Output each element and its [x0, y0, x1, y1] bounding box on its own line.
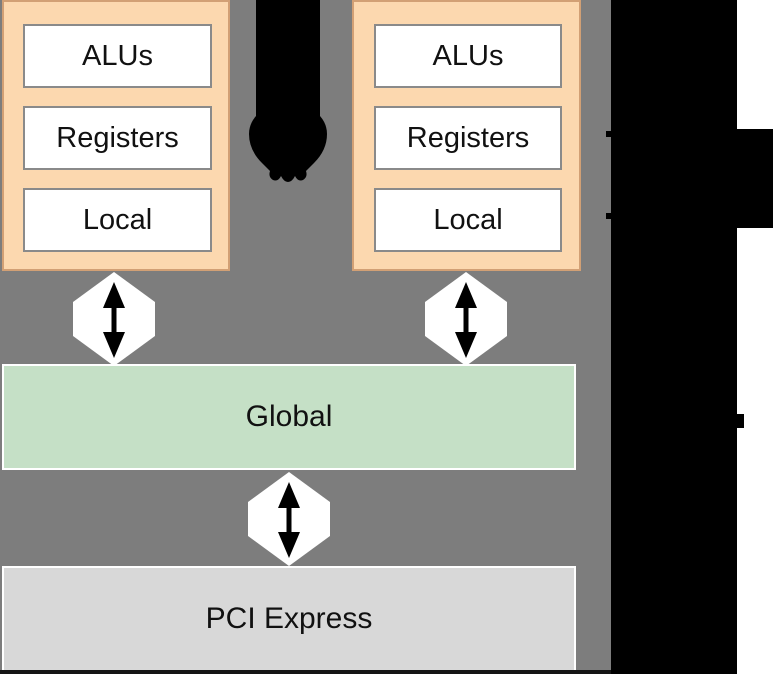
pci-express-label: PCI Express: [205, 602, 373, 635]
registers-box: Registers: [374, 106, 562, 170]
local-memory-box: Local: [374, 188, 562, 252]
local-memory-box: Local: [23, 188, 212, 252]
redacted-label-area: [611, 0, 737, 674]
registers-label: Registers: [406, 121, 530, 154]
local-label: Local: [433, 203, 503, 236]
compute-unit-1: ALUs Registers Local: [2, 0, 230, 271]
callout-tick-bottom: [606, 213, 612, 219]
registers-label: Registers: [56, 121, 179, 154]
alus-label: ALUs: [432, 39, 504, 72]
redacted-label-nub: [737, 414, 744, 428]
canvas-bottom-edge: [0, 670, 611, 674]
local-label: Local: [82, 203, 153, 236]
compute-unit-2: ALUs Registers Local: [352, 0, 581, 271]
pci-express-bar: PCI Express: [2, 566, 576, 672]
callout-tick-top: [606, 131, 612, 137]
redacted-label-extension: [737, 129, 773, 228]
alus-box: ALUs: [374, 24, 562, 88]
alus-label: ALUs: [82, 39, 153, 72]
registers-box: Registers: [23, 106, 212, 170]
alus-box: ALUs: [23, 24, 212, 88]
global-memory-bar: Global: [2, 364, 576, 470]
global-label: Global: [245, 400, 333, 433]
